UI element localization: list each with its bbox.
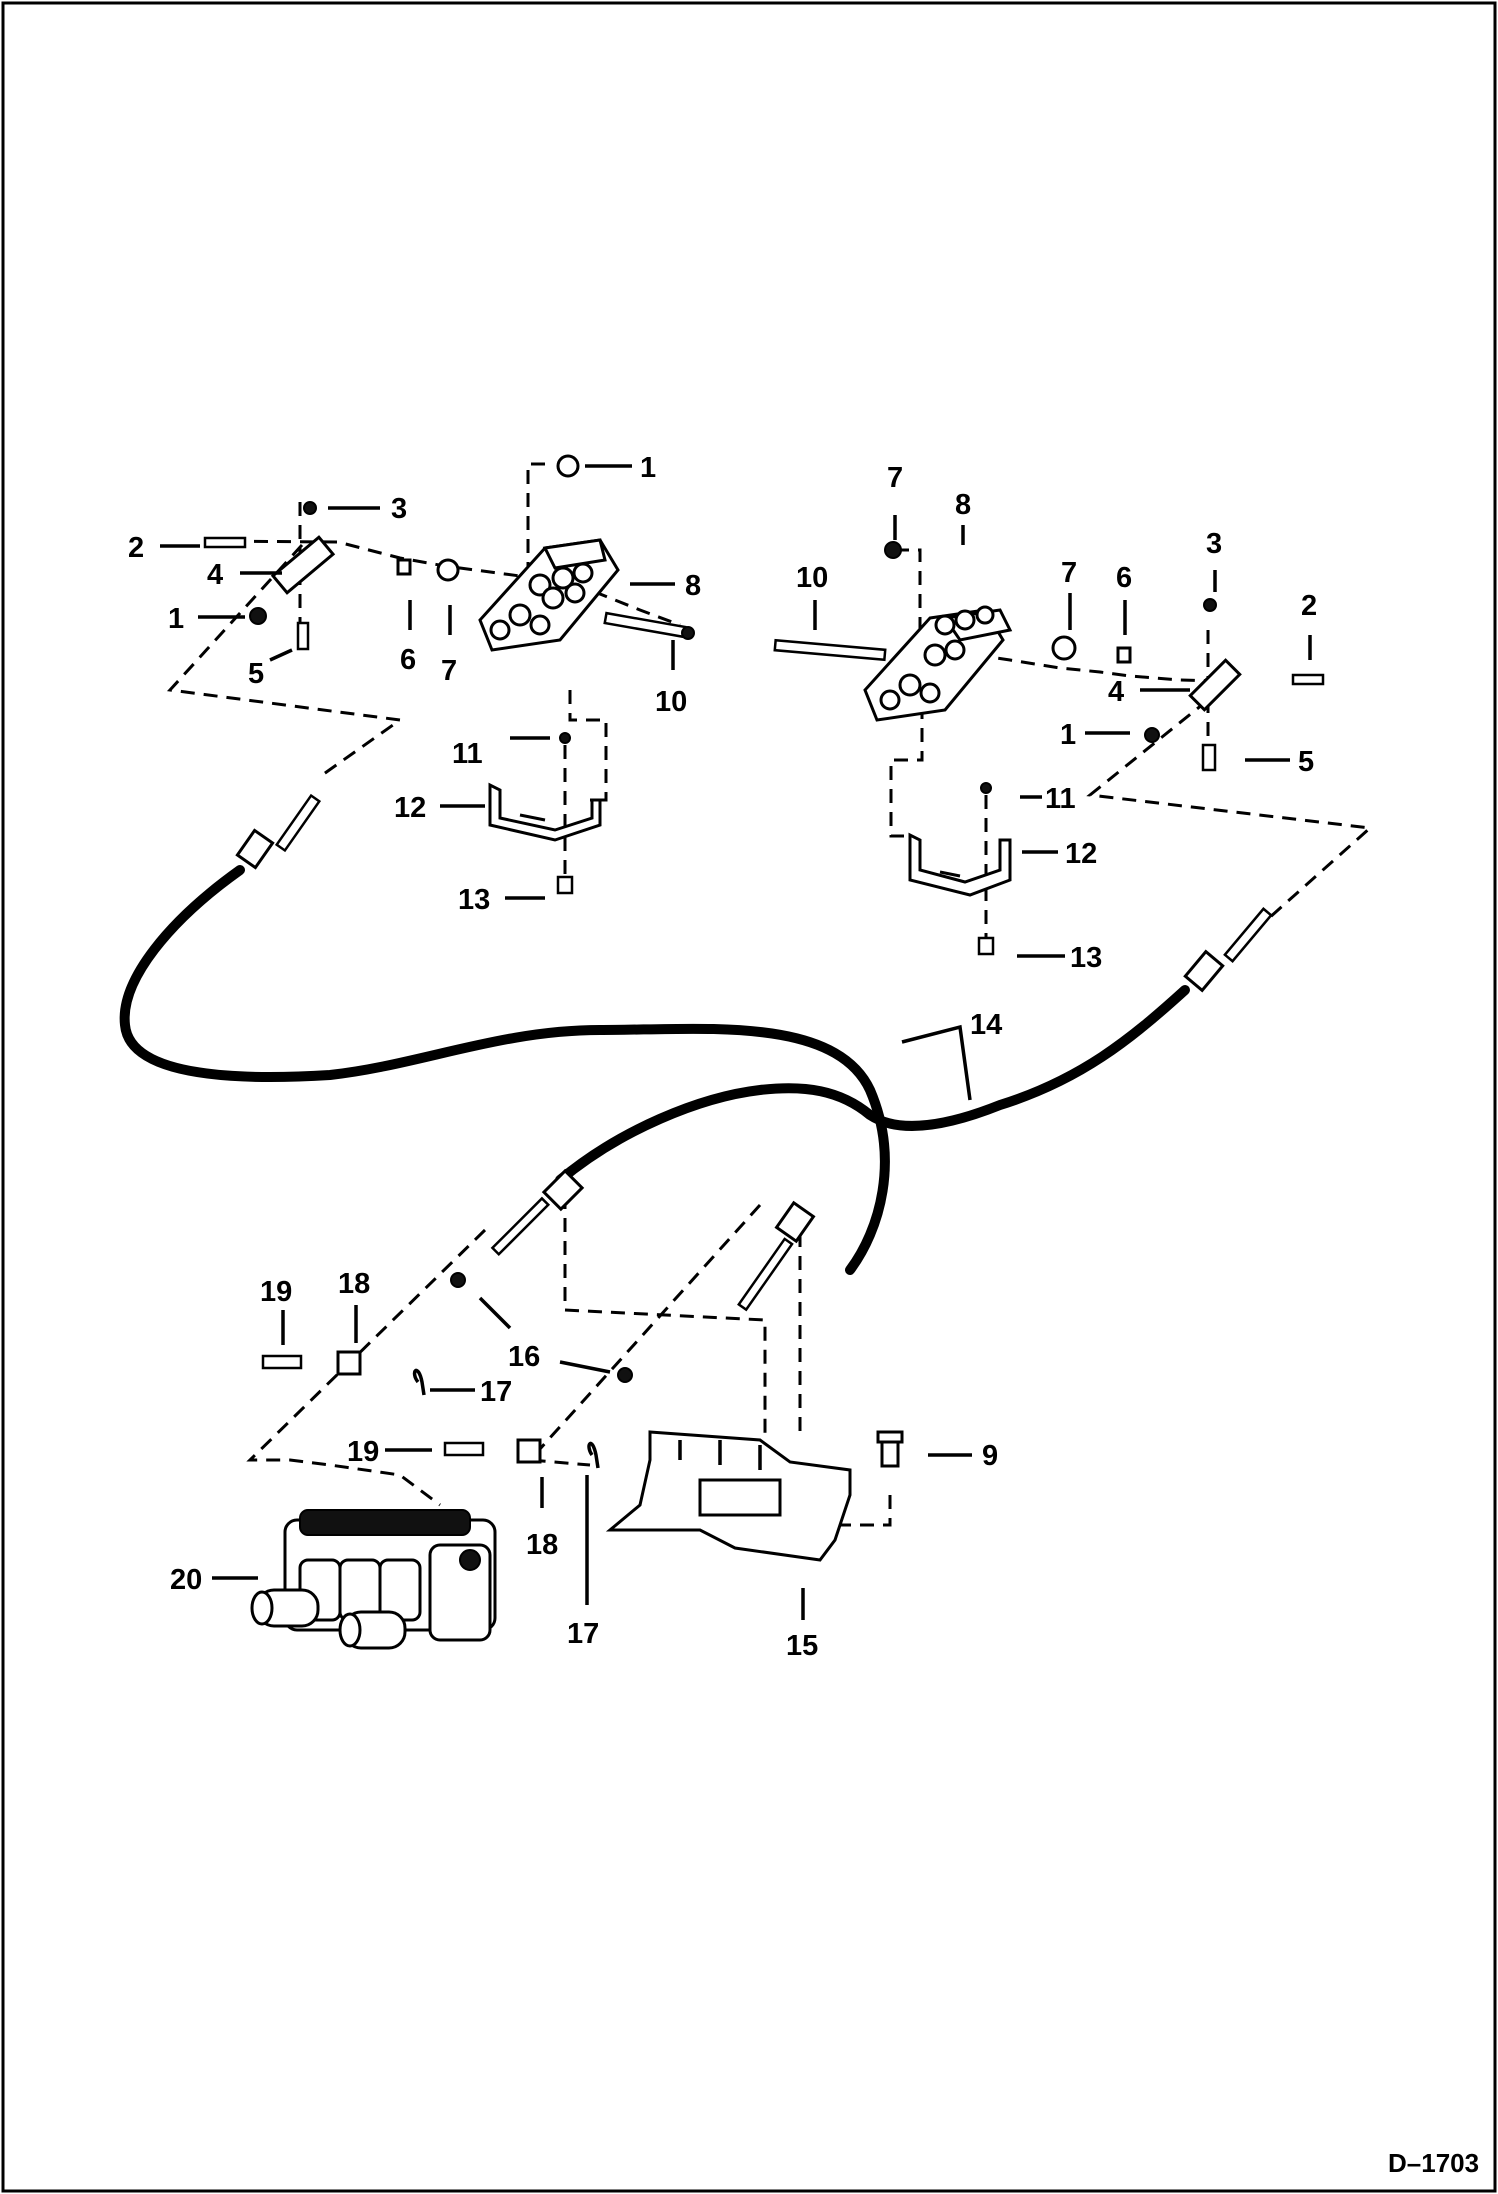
callout-right-4: 4 bbox=[1108, 676, 1124, 708]
callout-right-2: 2 bbox=[1301, 590, 1317, 622]
callout-left-13: 13 bbox=[458, 884, 490, 916]
clevis-icon-left bbox=[203, 454, 580, 651]
callout-left-2: 2 bbox=[128, 532, 144, 564]
pedal-icon-right bbox=[773, 541, 1013, 722]
callout-left-12: 12 bbox=[394, 792, 426, 824]
callout-right-8: 8 bbox=[955, 489, 971, 521]
cable-icon bbox=[119, 793, 1273, 1312]
callout-cable-14: 14 bbox=[970, 1009, 1002, 1041]
callout-bottom-19-b: 19 bbox=[347, 1436, 379, 1468]
callout-right-7-top: 7 bbox=[887, 462, 903, 494]
clevis-icon-right bbox=[1051, 598, 1325, 772]
callout-right-6: 6 bbox=[1116, 562, 1132, 594]
callout-right-3: 3 bbox=[1206, 528, 1222, 560]
lower-hardware bbox=[261, 1272, 904, 1469]
control-valve-icon bbox=[250, 1509, 497, 1650]
callout-bottom-15: 15 bbox=[786, 1630, 818, 1662]
callout-bottom-20: 20 bbox=[170, 1564, 202, 1596]
callout-left-10: 10 bbox=[655, 686, 687, 718]
pedal-icon-left bbox=[478, 538, 695, 652]
callout-left-7: 7 bbox=[441, 655, 457, 687]
callout-right-5: 5 bbox=[1298, 746, 1314, 778]
callout-left-3: 3 bbox=[391, 493, 407, 525]
callout-labels: 1 3 2 4 1 5 6 7 8 10 11 12 13 7 8 10 7 6… bbox=[128, 452, 1479, 2178]
callout-left-1: 1 bbox=[168, 603, 184, 635]
callout-right-1: 1 bbox=[1060, 719, 1076, 751]
bracket-icon-right bbox=[908, 782, 1012, 956]
callout-left-11: 11 bbox=[452, 738, 483, 770]
shield-plate-icon bbox=[605, 1430, 852, 1562]
callout-bottom-17-a: 17 bbox=[480, 1376, 512, 1408]
callout-left-8: 8 bbox=[685, 570, 701, 602]
drawing-number: D–1703 bbox=[1388, 2148, 1479, 2178]
callout-bottom-17-b: 17 bbox=[567, 1618, 599, 1650]
callout-right-12: 12 bbox=[1065, 838, 1097, 870]
callout-left-5: 5 bbox=[248, 658, 264, 690]
callout-bottom-19-a: 19 bbox=[260, 1276, 292, 1308]
callout-right-10: 10 bbox=[796, 562, 828, 594]
callout-left-4: 4 bbox=[207, 559, 223, 591]
callout-right-13: 13 bbox=[1070, 942, 1102, 974]
callout-left-1-top: 1 bbox=[640, 452, 656, 484]
bracket-icon-left bbox=[488, 732, 602, 895]
callout-bottom-18-b: 18 bbox=[526, 1529, 558, 1561]
callout-left-6: 6 bbox=[400, 644, 416, 676]
callout-right-11: 11 bbox=[1045, 783, 1076, 815]
callout-bottom-9: 9 bbox=[982, 1440, 998, 1472]
callout-right-7: 7 bbox=[1061, 557, 1077, 589]
callout-bottom-18-a: 18 bbox=[338, 1268, 370, 1300]
leader-lines bbox=[160, 464, 1312, 1620]
callout-bottom-16: 16 bbox=[508, 1341, 540, 1373]
